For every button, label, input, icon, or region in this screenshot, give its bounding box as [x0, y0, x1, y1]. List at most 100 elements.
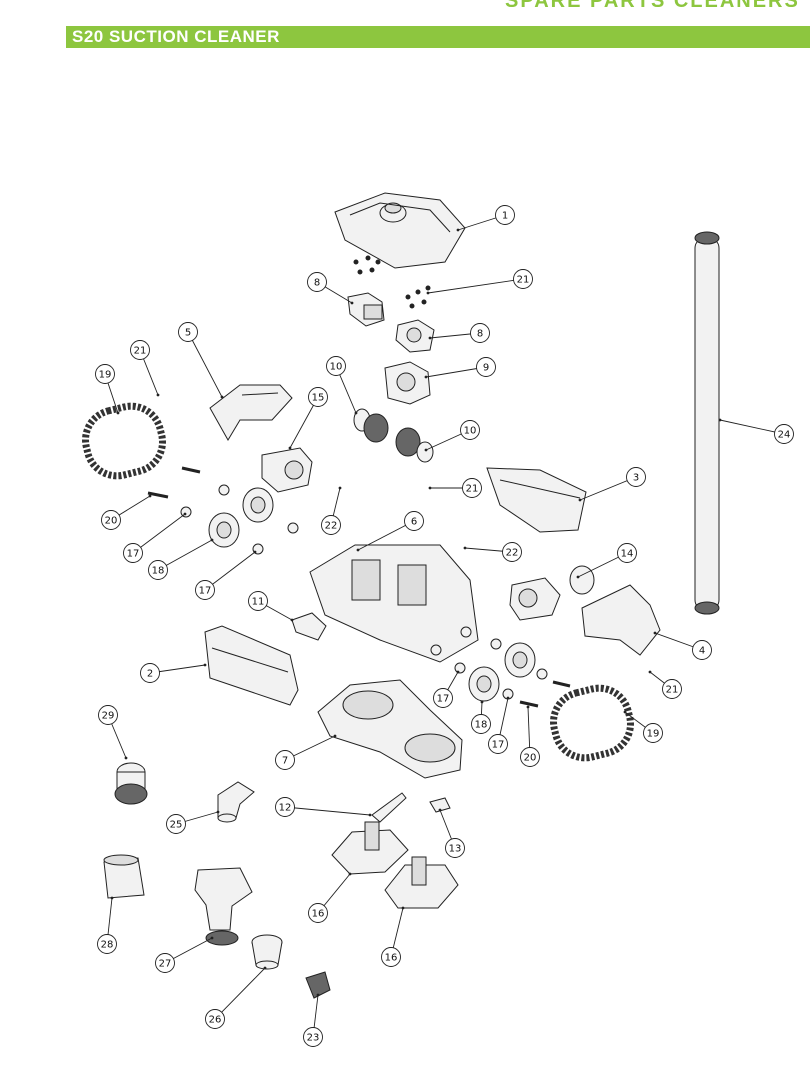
part-base-plate [317, 679, 463, 779]
leader-line-c5 [187, 331, 223, 398]
callout-c3: 3 [626, 467, 646, 487]
leader-tip-c13 [438, 808, 442, 812]
callout-c20a: 20 [101, 510, 121, 530]
callout-c21c: 21 [462, 478, 482, 498]
leader-tip-c16a [348, 872, 352, 876]
callout-c12: 12 [275, 797, 295, 817]
callout-label: 3 [633, 473, 639, 484]
callout-c13: 13 [445, 838, 465, 858]
callout-label: 21 [666, 685, 679, 696]
callout-c29: 29 [98, 705, 118, 725]
callout-circle [502, 542, 522, 562]
callout-circle [643, 723, 663, 743]
callout-c18a: 18 [148, 560, 168, 580]
callout-circle [308, 903, 328, 923]
callout-label: 27 [159, 959, 172, 970]
leader-tip-c18b [480, 700, 484, 704]
callout-c17c: 17 [433, 688, 453, 708]
callout-label: 9 [483, 363, 489, 374]
callout-circle [148, 560, 168, 580]
callout-circle [462, 478, 482, 498]
part-swivel [509, 565, 595, 621]
part-track-left [82, 402, 166, 480]
callout-label: 7 [282, 756, 288, 767]
leader-tip-c17d [506, 696, 510, 700]
leader-tip-c11 [290, 618, 294, 622]
leader-tip-c25 [216, 810, 220, 814]
callout-c8a: 8 [307, 272, 327, 292]
leader-line-c6 [357, 520, 415, 551]
leader-tip-c7 [333, 734, 337, 738]
leader-line-c9 [425, 366, 487, 378]
callout-c16a: 16 [308, 903, 328, 923]
callout-circle [205, 1009, 225, 1029]
callout-c17d: 17 [488, 734, 508, 754]
callout-circle [95, 364, 115, 384]
callout-circle [123, 543, 143, 563]
callout-c18b: 18 [471, 714, 491, 734]
part-leaf-cap [103, 854, 145, 899]
part-chassis [309, 544, 479, 663]
callout-c10a: 10 [326, 356, 346, 376]
part-gearbox [261, 447, 313, 493]
callout-label: 8 [314, 278, 320, 289]
callout-circle [130, 340, 150, 360]
callout-c4: 4 [692, 640, 712, 660]
part-pin-right [519, 680, 571, 708]
callout-label: 12 [279, 803, 292, 814]
callout-label: 19 [647, 729, 660, 740]
leader-tip-c3 [578, 498, 582, 502]
callout-circle [626, 467, 646, 487]
callout-circle [140, 663, 160, 683]
leader-tip-c26 [263, 966, 267, 970]
leader-tip-c14 [576, 575, 580, 579]
part-valve-left [347, 292, 385, 327]
part-side-panel [486, 467, 587, 533]
part-flapper-right [384, 856, 459, 909]
callout-label: 23 [307, 1033, 320, 1044]
part-turbine-housing [384, 361, 431, 405]
leader-tip-c19b [623, 710, 627, 714]
part-gear-right [395, 427, 434, 463]
callout-label: 18 [475, 720, 488, 731]
callout-circle [178, 322, 198, 342]
callout-label: 4 [699, 646, 705, 657]
callout-circle [433, 688, 453, 708]
callout-label: 21 [466, 484, 479, 495]
part-elbow [217, 781, 255, 823]
callout-label: 19 [99, 370, 112, 381]
leader-line-c17a [132, 513, 186, 554]
callout-circle [520, 747, 540, 767]
callout-circle [307, 272, 327, 292]
callout-circle [617, 543, 637, 563]
callout-circle [275, 750, 295, 770]
leader-tip-c23 [316, 993, 320, 997]
callout-c19b: 19 [643, 723, 663, 743]
part-track-right [550, 684, 634, 762]
callout-circle [445, 838, 465, 858]
part-hood [209, 384, 293, 441]
callout-circle [513, 269, 533, 289]
part-front-bumper [581, 584, 661, 656]
part-cone [251, 934, 283, 970]
leader-tip-c8b [428, 336, 432, 340]
callout-label: 29 [102, 711, 115, 722]
callout-circle [495, 205, 515, 225]
callout-label: 16 [385, 953, 398, 964]
leader-tip-c17c [456, 670, 460, 674]
callout-c19a: 19 [95, 364, 115, 384]
part-regulator [194, 867, 253, 946]
callout-c21b: 21 [130, 340, 150, 360]
callout-circle [404, 511, 424, 531]
leader-tip-c19a [116, 411, 120, 415]
callout-label: 24 [778, 430, 791, 441]
callout-circle [460, 420, 480, 440]
leader-tip-c10b [424, 448, 428, 452]
part-wheels-right [454, 638, 548, 702]
callout-label: 8 [477, 329, 483, 340]
callout-label: 17 [437, 694, 450, 705]
callout-label: 13 [449, 844, 462, 855]
leader-tip-c21b [156, 393, 160, 397]
callout-c9: 9 [476, 357, 496, 377]
callout-label: 16 [312, 909, 325, 920]
